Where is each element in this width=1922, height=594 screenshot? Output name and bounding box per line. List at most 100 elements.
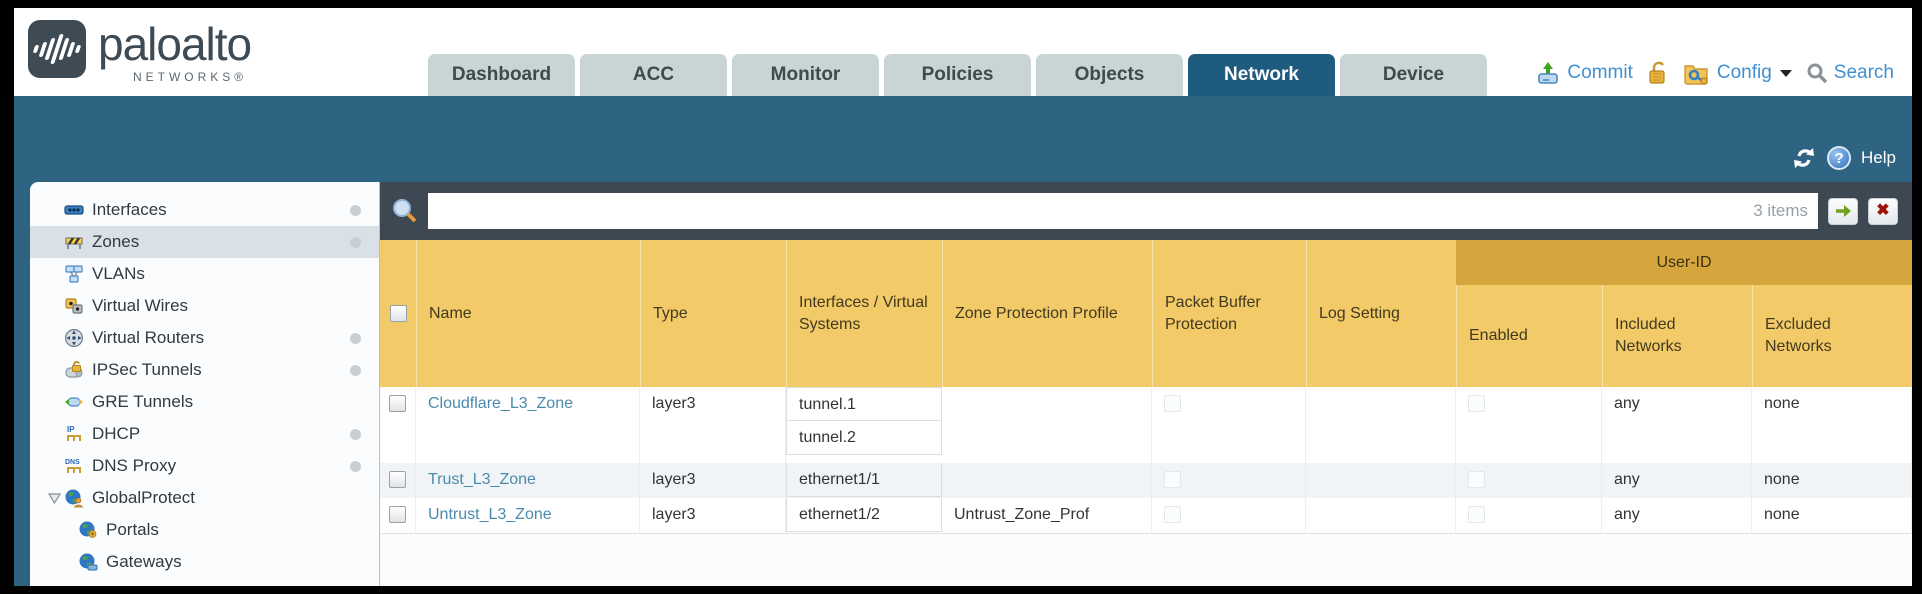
paloalto-logo-icon — [28, 20, 86, 78]
lock-icon[interactable] — [1647, 60, 1669, 86]
zone-name-link[interactable]: Trust_L3_Zone — [428, 471, 536, 488]
tab-policies[interactable]: Policies — [884, 54, 1031, 96]
tab-monitor[interactable]: Monitor — [732, 54, 879, 96]
zone-type: layer3 — [640, 498, 786, 533]
included-networks-cell: any — [1602, 498, 1752, 533]
table-row: Cloudflare_L3_Zone layer3 tunnel.1 tunne… — [380, 387, 1912, 463]
log-setting-cell — [1306, 498, 1456, 533]
sidebar-item-globalprotect[interactable]: GlobalProtect — [30, 482, 379, 514]
sidebar-item-gateways[interactable]: Gateways — [30, 546, 379, 578]
tab-acc[interactable]: ACC — [580, 54, 727, 96]
expand-triangle-icon[interactable] — [47, 492, 61, 504]
zone-name-link[interactable]: Untrust_L3_Zone — [428, 506, 552, 523]
row-checkbox[interactable] — [389, 395, 406, 412]
config-menu[interactable]: Config — [1683, 60, 1792, 86]
help-label[interactable]: Help — [1861, 148, 1896, 167]
gre-tunnels-icon — [65, 397, 83, 407]
packet-buffer-protection-checkbox — [1164, 395, 1181, 412]
tab-objects[interactable]: Objects — [1036, 54, 1183, 96]
column-header-packet-buffer-protection[interactable]: Packet Buffer Protection — [1152, 240, 1306, 387]
column-header-excluded-networks[interactable]: Excluded Networks — [1752, 285, 1912, 387]
portals-icon — [79, 521, 97, 538]
filter-search-icon — [393, 199, 417, 223]
status-dot — [350, 204, 361, 216]
column-header-name[interactable]: Name — [416, 240, 640, 387]
dns-proxy-icon: DNS — [65, 459, 81, 473]
vlans-icon — [65, 265, 83, 283]
brand-name: paloalto — [98, 18, 252, 70]
globalprotect-icon — [65, 489, 84, 508]
zone-interfaces-cell: ethernet1/2 — [786, 498, 942, 533]
table-row: Trust_L3_Zone layer3 ethernet1/1 any non… — [380, 463, 1912, 498]
search-button[interactable]: Search — [1806, 62, 1894, 84]
sidebar-item-interfaces[interactable]: Interfaces — [30, 194, 379, 226]
packet-buffer-protection-checkbox — [1164, 506, 1181, 523]
column-header-interfaces[interactable]: Interfaces / Virtual Systems — [786, 240, 942, 387]
commit-label: Commit — [1567, 62, 1633, 83]
search-icon — [1807, 63, 1827, 84]
sidebar-item-label: Interfaces — [92, 200, 167, 219]
refresh-icon[interactable] — [1791, 146, 1817, 170]
sidebar-item-dhcp[interactable]: IP DHCP — [30, 418, 379, 450]
tab-dashboard[interactable]: Dashboard — [428, 54, 575, 96]
column-header-type[interactable]: Type — [640, 240, 786, 387]
column-header-enabled[interactable]: Enabled — [1456, 285, 1602, 387]
top-header: paloalto NETWORKS® Dashboard ACC Monitor… — [14, 8, 1912, 96]
sidebar-item-ipsec-tunnels[interactable]: IPSec Tunnels — [30, 354, 379, 386]
config-label: Config — [1716, 62, 1772, 83]
zone-name-link[interactable]: Cloudflare_L3_Zone — [428, 395, 573, 412]
table-empty-area — [380, 533, 1912, 586]
clear-filter-button[interactable]: ✖ — [1868, 197, 1898, 225]
zone-interfaces-cell: tunnel.1 tunnel.2 — [786, 387, 942, 463]
tab-device[interactable]: Device — [1340, 54, 1487, 96]
sidebar-item-virtual-wires[interactable]: Virtual Wires — [30, 290, 379, 322]
filter-input[interactable] — [438, 202, 1754, 220]
row-checkbox[interactable] — [389, 506, 406, 523]
brand-subtitle: NETWORKS® — [132, 70, 248, 84]
tab-network[interactable]: Network — [1188, 54, 1335, 96]
zone-type: layer3 — [640, 463, 786, 498]
sub-header-band: ? Help — [14, 96, 1912, 182]
select-all-checkbox[interactable] — [389, 305, 407, 322]
zone-protection-profile-cell — [942, 387, 1152, 463]
table-row: Untrust_L3_Zone layer3 ethernet1/2 Untru… — [380, 498, 1912, 533]
status-dot — [350, 460, 361, 472]
status-dot — [350, 428, 361, 440]
packet-buffer-protection-checkbox — [1164, 471, 1181, 488]
sidebar-item-dns-proxy[interactable]: DNS DNS Proxy — [30, 450, 379, 482]
sidebar-item-zones[interactable]: Zones — [30, 226, 379, 258]
sidebar-item-portals[interactable]: Portals — [30, 514, 379, 546]
sidebar-item-label: GRE Tunnels — [92, 392, 194, 411]
zone-type: layer3 — [640, 387, 786, 463]
sidebar-item-vlans[interactable]: VLANs — [30, 258, 379, 290]
column-header-zone-protection-profile[interactable]: Zone Protection Profile — [942, 240, 1152, 387]
paloalto-logo: paloalto NETWORKS® — [28, 18, 252, 84]
svg-text:DNS: DNS — [65, 459, 80, 466]
column-header-log-setting[interactable]: Log Setting — [1306, 240, 1456, 387]
item-count: 3 items — [1753, 201, 1808, 220]
commit-icon — [1538, 62, 1559, 84]
status-dot — [350, 236, 361, 248]
column-header-included-networks[interactable]: Included Networks — [1602, 285, 1752, 387]
zones-table-header: Name Type Interfaces / Virtual Systems Z… — [380, 240, 1912, 387]
excluded-networks-cell: none — [1752, 463, 1912, 498]
sidebar-item-gre-tunnels[interactable]: GRE Tunnels — [30, 386, 379, 418]
band-utilities: ? Help — [1791, 146, 1896, 170]
apply-filter-button[interactable] — [1828, 197, 1858, 225]
zone-interfaces-cell: ethernet1/1 — [786, 463, 942, 498]
commit-button[interactable]: Commit — [1535, 60, 1633, 86]
main-body: Interfaces Zones — [14, 182, 1912, 586]
arrow-right-icon — [1835, 205, 1851, 217]
interface-item: tunnel.1 — [786, 387, 942, 421]
sidebar-item-virtual-routers[interactable]: Virtual Routers — [30, 322, 379, 354]
row-checkbox[interactable] — [389, 471, 406, 488]
chevron-down-icon — [1779, 69, 1792, 77]
ipsec-tunnels-icon — [65, 361, 83, 378]
filter-bar: 3 items ✖ — [380, 182, 1912, 240]
search-label: Search — [1833, 62, 1894, 83]
status-dot — [350, 364, 361, 376]
included-networks-cell: any — [1602, 463, 1752, 498]
help-icon[interactable]: ? — [1827, 146, 1852, 170]
user-id-enabled-checkbox — [1468, 395, 1485, 412]
